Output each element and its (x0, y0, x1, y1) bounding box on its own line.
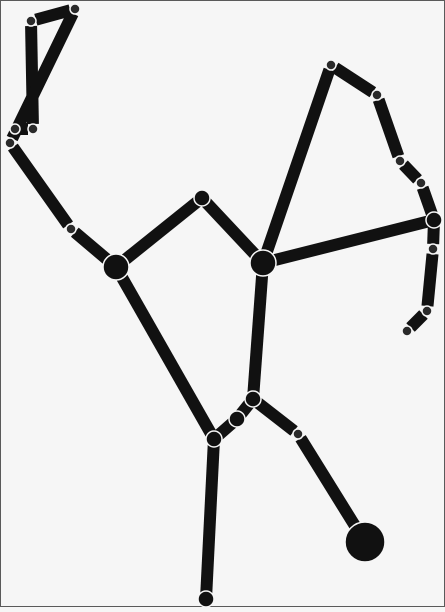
star-s7 (102, 253, 130, 281)
constellation-line-s11-s12 (372, 97, 405, 159)
star-s1 (69, 3, 81, 15)
star-s8 (193, 189, 211, 207)
constellation-line-s10-s11 (331, 62, 377, 98)
constellation-line-s7-s8 (116, 196, 202, 269)
star-s6 (65, 223, 77, 235)
star-s12 (394, 155, 406, 167)
star-s21 (292, 428, 304, 440)
constellation-lines (6, 4, 440, 595)
constellation-line-s1-s4 (6, 10, 79, 142)
star-s11 (371, 89, 383, 101)
constellation-line-s1-s2 (34, 4, 72, 26)
constellation-line-s12-s13 (399, 160, 422, 184)
star-s14 (425, 211, 443, 229)
star-s13 (415, 177, 427, 189)
star-s2 (25, 15, 37, 27)
star-s10 (325, 59, 337, 71)
constellation-line-s18-s21 (253, 397, 298, 436)
star-s23 (197, 590, 215, 608)
constellation-line-s13-s14 (416, 185, 439, 218)
star-s16 (421, 305, 433, 317)
star-s20 (205, 430, 223, 448)
star-s5 (9, 123, 21, 135)
constellation-line-s21-s22 (295, 435, 368, 541)
star-s18 (244, 390, 262, 408)
constellation-line-s8-s9 (201, 197, 264, 264)
constellation-line-s9-s10 (258, 67, 336, 261)
star-s9 (249, 249, 277, 277)
constellation-line-s7-s20 (113, 268, 217, 438)
constellation-line-s20-s23 (200, 443, 220, 595)
constellation-line-s16-s17 (406, 310, 428, 332)
star-s15 (427, 243, 439, 255)
constellation-line-s9-s18 (247, 267, 269, 395)
star-s3 (27, 123, 39, 135)
constellation-stars (4, 3, 443, 608)
star-s19 (228, 410, 246, 428)
star-s4 (4, 137, 16, 149)
constellation-line-s4-s6 (7, 143, 74, 229)
constellation-line-s9-s14 (266, 215, 431, 268)
constellation-line-s15-s16 (421, 253, 439, 307)
star-s22 (344, 521, 386, 563)
star-s17 (401, 325, 413, 337)
